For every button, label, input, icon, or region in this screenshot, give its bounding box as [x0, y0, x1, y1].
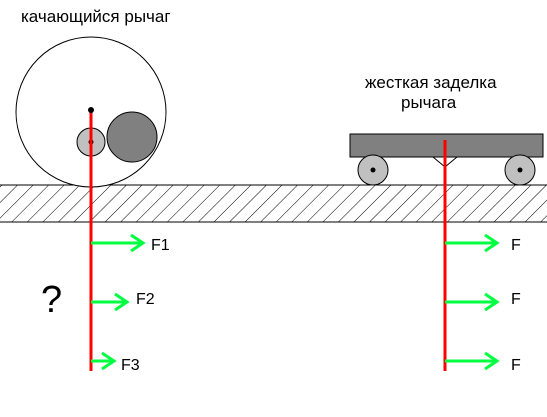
circle-center-dot: [88, 107, 94, 113]
force-label-right-bottom: F: [511, 357, 521, 374]
arrow-f1: [91, 233, 146, 253]
right-title-line1: жесткая заделка: [365, 73, 497, 92]
weight-disc: [106, 111, 158, 163]
question-mark: ?: [41, 279, 63, 321]
ground-hatch: [0, 185, 547, 222]
arrow-f-bottom: [445, 351, 500, 371]
force-label-f1: F1: [151, 237, 170, 254]
force-label-right-top: F: [511, 237, 521, 254]
left-title: качающийся рычаг: [21, 7, 171, 26]
arrow-f3: [91, 351, 117, 371]
ground: [0, 184, 547, 223]
force-label-f2: F2: [136, 291, 155, 308]
arrow-f-top: [445, 233, 500, 253]
right-title-line2: рычага: [401, 93, 457, 112]
force-label-f3: F3: [121, 357, 140, 374]
cart-right-wheel-axle: [517, 167, 523, 173]
force-label-right-middle: F: [511, 291, 521, 308]
arrow-f2: [91, 292, 130, 312]
swinging-lever-assembly: [15, 36, 167, 371]
right-force-arrows: [445, 233, 500, 371]
left-force-arrows: [91, 233, 146, 371]
arrow-f-middle: [445, 292, 500, 312]
fixed-lever-assembly: [349, 133, 544, 371]
cart-left-wheel-axle: [370, 167, 376, 173]
